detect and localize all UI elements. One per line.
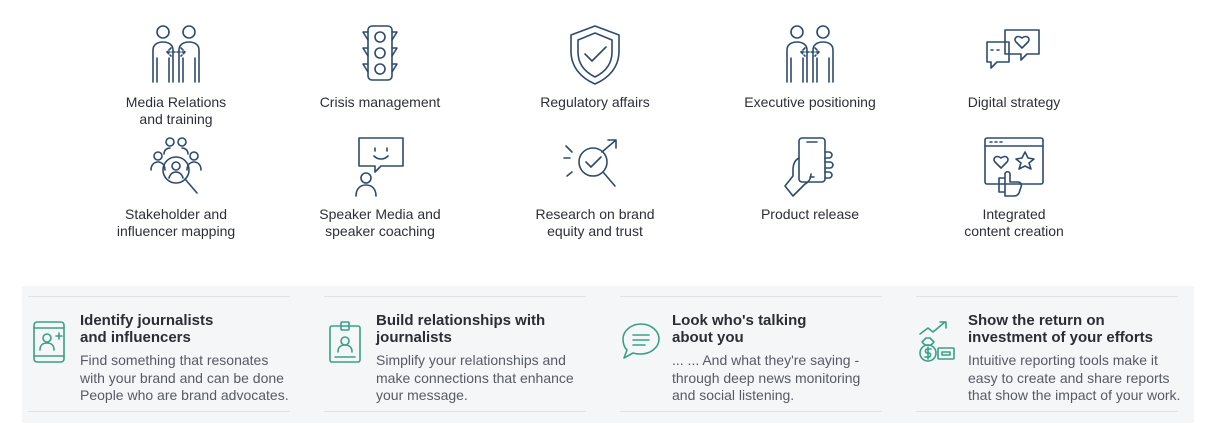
service-label: Crisis management [319, 94, 441, 110]
chat-heart-icon [904, 24, 1124, 88]
service-brand-research[interactable]: Research on brand equity and trust [485, 136, 705, 240]
feature-title: Identify journalists and influencers [80, 312, 214, 346]
feature-title: Show the return on investment of your ef… [968, 312, 1154, 346]
divider [324, 411, 586, 412]
service-label: Stakeholder and influencer mapping [116, 206, 236, 239]
id-badge-icon [324, 320, 366, 364]
service-label: Speaker Media and speaker coaching [319, 206, 441, 239]
divider [620, 411, 882, 412]
feature-title: Build relationships with journalists [376, 312, 546, 346]
services-grid: Media Relations and training Crisis mana… [66, 24, 1124, 240]
feature-description: ... ... And what they're saying - throug… [672, 352, 861, 403]
divider [620, 296, 882, 297]
feature-description: Find something that resonates with your … [80, 352, 289, 403]
people-exchange-icon [700, 24, 920, 88]
phone-hand-icon [700, 136, 920, 200]
feature-look-whos-talking[interactable]: Look who's talking about you ... ... And… [614, 286, 882, 423]
features-panel: Identify journalists and influencers Fin… [22, 286, 1194, 423]
service-regulatory-affairs[interactable]: Regulatory affairs [485, 24, 705, 111]
service-speaker-coaching[interactable]: Speaker Media and speaker coaching [270, 136, 490, 240]
research-target-icon [485, 136, 705, 200]
divider [28, 296, 290, 297]
service-stakeholder-mapping[interactable]: Stakeholder and influencer mapping [66, 136, 286, 240]
divider [916, 296, 1178, 297]
service-label: Digital strategy [967, 94, 1061, 110]
speech-bubble-icon [620, 320, 662, 364]
content-window-icon [904, 136, 1124, 200]
service-digital-strategy[interactable]: Digital strategy [904, 24, 1124, 111]
speaker-bubble-icon [270, 136, 490, 200]
service-executive-positioning[interactable]: Executive positioning [700, 24, 920, 111]
service-label: Integrated content creation [964, 206, 1064, 239]
service-label: Media Relations and training [125, 94, 227, 127]
divider [916, 411, 1178, 412]
feature-description: Intuitive reporting tools make it easy t… [968, 352, 1181, 403]
stakeholder-search-icon [66, 136, 286, 200]
service-content-creation[interactable]: Integrated content creation [904, 136, 1124, 240]
service-product-release[interactable]: Product release [700, 136, 920, 223]
feature-show-roi[interactable]: Show the return on investment of your ef… [910, 286, 1180, 423]
divider [324, 296, 586, 297]
traffic-light-icon [270, 24, 490, 88]
shield-check-icon [485, 24, 705, 88]
mobile-add-user-icon [28, 320, 70, 364]
divider [28, 411, 290, 412]
service-label: Product release [760, 206, 860, 222]
feature-description: Simplify your relationships and make con… [376, 352, 574, 403]
feature-build-relationships[interactable]: Build relationships with journalists Sim… [318, 286, 586, 423]
service-media-relations[interactable]: Media Relations and training [66, 24, 286, 128]
service-label: Executive positioning [744, 94, 876, 110]
money-growth-icon [916, 320, 958, 364]
service-label: Regulatory affairs [540, 94, 650, 110]
service-crisis-management[interactable]: Crisis management [270, 24, 490, 111]
service-label: Research on brand equity and trust [535, 206, 655, 239]
people-exchange-icon [66, 24, 286, 88]
feature-title: Look who's talking about you [672, 312, 807, 346]
feature-identify-journalists[interactable]: Identify journalists and influencers Fin… [22, 286, 290, 423]
